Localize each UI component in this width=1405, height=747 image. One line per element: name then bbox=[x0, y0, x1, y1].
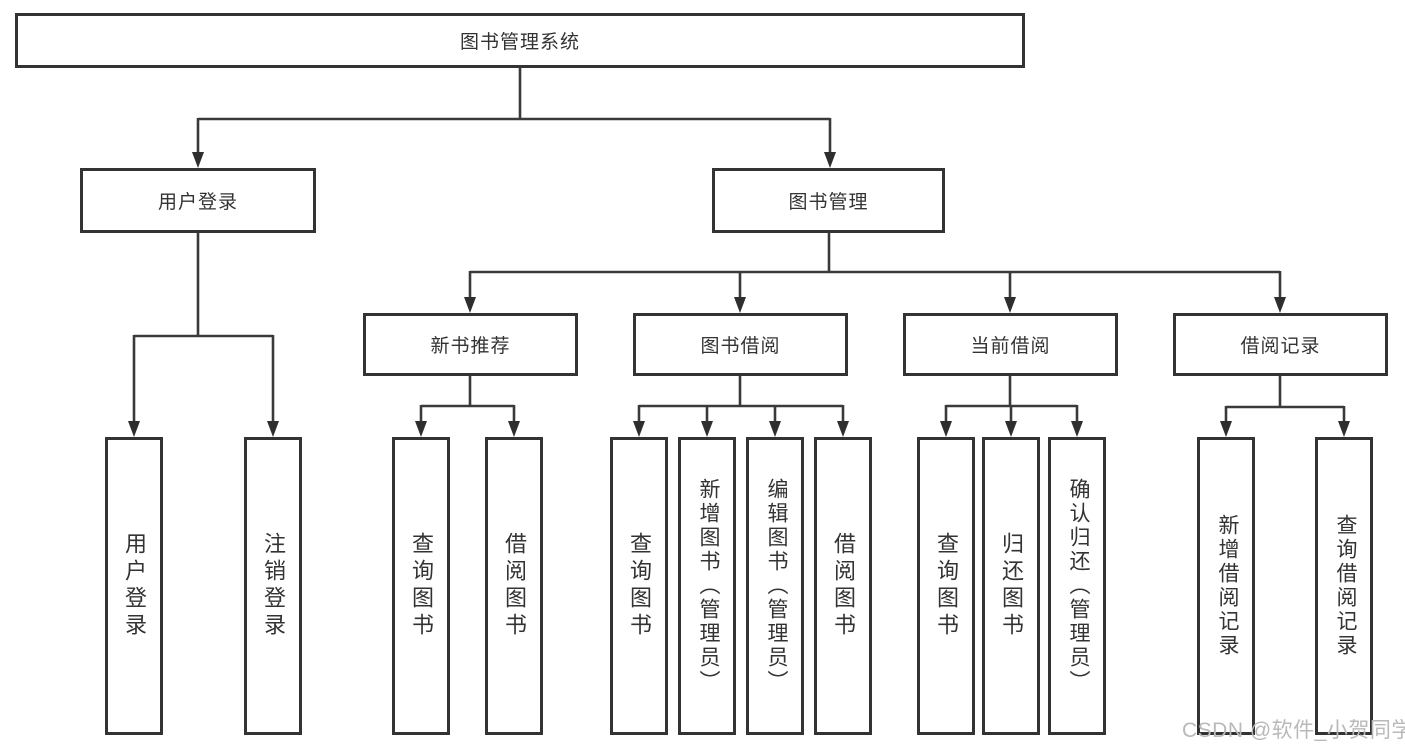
leaf-logout: 注销登录 bbox=[244, 437, 302, 735]
node-book-borrowing: 图书借阅 bbox=[633, 313, 848, 376]
leaf-return-books: 归还图书 bbox=[982, 437, 1040, 735]
leaf-add-borrow-record: 新增借阅记录 bbox=[1197, 437, 1255, 735]
node-user-login: 用户登录 bbox=[80, 168, 316, 233]
leaf-borrow-books: 借阅图书 bbox=[814, 437, 872, 735]
node-new-book-recommendation: 新书推荐 bbox=[363, 313, 578, 376]
leaf-user-login: 用户登录 bbox=[105, 437, 163, 735]
leaf-add-books-admin: 新增图书（管理员） bbox=[678, 437, 736, 735]
node-current-borrowing: 当前借阅 bbox=[903, 313, 1118, 376]
arrowheads bbox=[128, 152, 1350, 437]
leaf-borrow-books-recommend: 借阅图书 bbox=[485, 437, 543, 735]
node-book-management: 图书管理 bbox=[712, 168, 945, 233]
leaf-confirm-return-admin: 确认归还（管理员） bbox=[1048, 437, 1106, 735]
leaf-query-books-recommend: 查询图书 bbox=[392, 437, 450, 735]
node-root-book-management-system: 图书管理系统 bbox=[15, 13, 1025, 68]
csdn-watermark: CSDN @软件_小贺同学 bbox=[1182, 719, 1405, 742]
leaf-edit-books-admin: 编辑图书（管理员） bbox=[746, 437, 804, 735]
leaf-query-borrow-record: 查询借阅记录 bbox=[1315, 437, 1373, 735]
leaf-query-books-borrow: 查询图书 bbox=[610, 437, 668, 735]
node-borrowing-records: 借阅记录 bbox=[1173, 313, 1388, 376]
leaf-query-books-current: 查询图书 bbox=[917, 437, 975, 735]
